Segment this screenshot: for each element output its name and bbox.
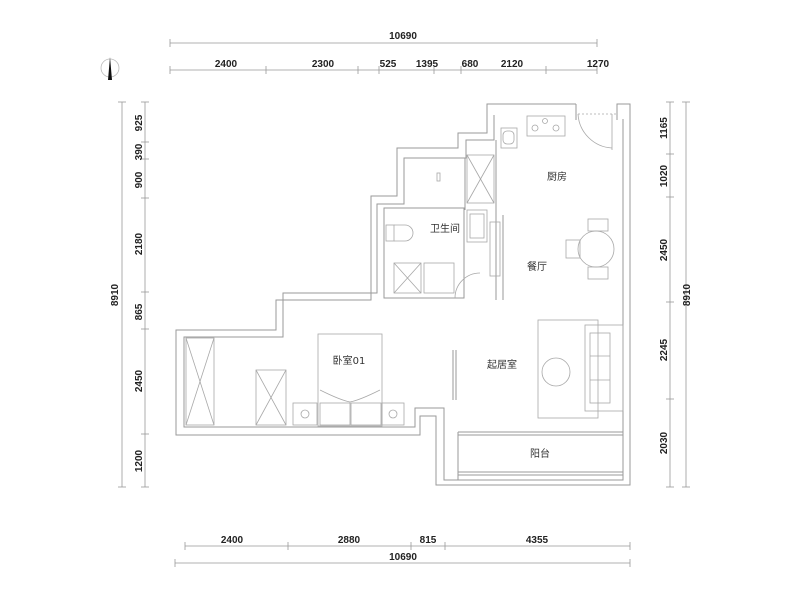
sink-icon [500, 127, 518, 149]
bed-icon [317, 333, 383, 427]
right-total-label: 8910 [682, 283, 693, 306]
north-arrow-icon [100, 57, 120, 80]
bottom-seg-1: 2400 [221, 535, 244, 546]
toilet-icon [385, 224, 414, 242]
nightstand-left-icon [292, 402, 318, 426]
top-seg-3: 525 [380, 59, 397, 70]
top-seg-5: 680 [462, 59, 479, 70]
nightstand-right-icon [381, 402, 405, 426]
room-label-living: 起居室 [487, 358, 517, 371]
right-seg-3: 2450 [659, 238, 670, 261]
top-dimension-total [169, 39, 598, 47]
sofa-icon [537, 319, 624, 419]
bottom-seg-2: 2880 [338, 535, 361, 546]
left-seg-3: 900 [134, 171, 145, 188]
bottom-dimension-total [174, 559, 631, 567]
left-seg-7: 1200 [134, 449, 145, 472]
bottom-seg-4: 4355 [526, 535, 549, 546]
top-dimension-segments [169, 66, 598, 74]
room-label-dining: 餐厅 [527, 260, 547, 273]
coffee-table-icon [541, 357, 571, 387]
left-seg-5: 865 [134, 303, 145, 320]
top-total-label: 10690 [389, 31, 417, 42]
right-dimension-total [682, 101, 690, 488]
left-seg-6: 2450 [134, 369, 145, 392]
interior-walls [383, 140, 623, 480]
top-seg-4: 1395 [416, 59, 439, 70]
cabinet-icon [255, 369, 287, 426]
bottom-seg-3: 815 [420, 535, 437, 546]
right-seg-2: 1020 [659, 164, 670, 187]
room-label-bedroom: 卧室01 [333, 354, 366, 367]
right-seg-5: 2030 [659, 431, 670, 454]
counter-icon [489, 221, 501, 277]
top-seg-7: 1270 [587, 59, 610, 70]
left-dimension-segments [141, 101, 149, 488]
shaft-icon [466, 154, 495, 204]
vent-icon [436, 172, 441, 182]
left-seg-2: 390 [134, 143, 145, 160]
dining-table-icon [565, 218, 615, 280]
washbasin-icon [466, 209, 488, 243]
left-seg-4: 2180 [134, 232, 145, 255]
left-total-label: 8910 [110, 283, 121, 306]
room-label-balcony: 阳台 [530, 447, 550, 460]
left-dimension-total [118, 101, 126, 488]
wardrobe-icon [185, 337, 215, 426]
room-label-kitchen: 厨房 [547, 170, 567, 183]
top-seg-2: 2300 [312, 59, 335, 70]
bottom-dimension-segments [184, 542, 631, 550]
shower-icon [393, 262, 422, 294]
stove-icon [526, 115, 566, 137]
right-seg-1: 1165 [659, 117, 670, 139]
bath-door-icon [423, 262, 481, 299]
exterior-walls [175, 103, 631, 486]
room-label-bathroom: 卫生间 [430, 222, 460, 235]
kitchen-door-icon [577, 113, 617, 150]
bottom-total-label: 10690 [389, 552, 417, 563]
top-seg-6: 2120 [501, 59, 524, 70]
left-seg-1: 925 [134, 114, 145, 131]
right-seg-4: 2245 [659, 338, 670, 361]
top-seg-1: 2400 [215, 59, 238, 70]
right-dimension-segments [666, 101, 674, 488]
